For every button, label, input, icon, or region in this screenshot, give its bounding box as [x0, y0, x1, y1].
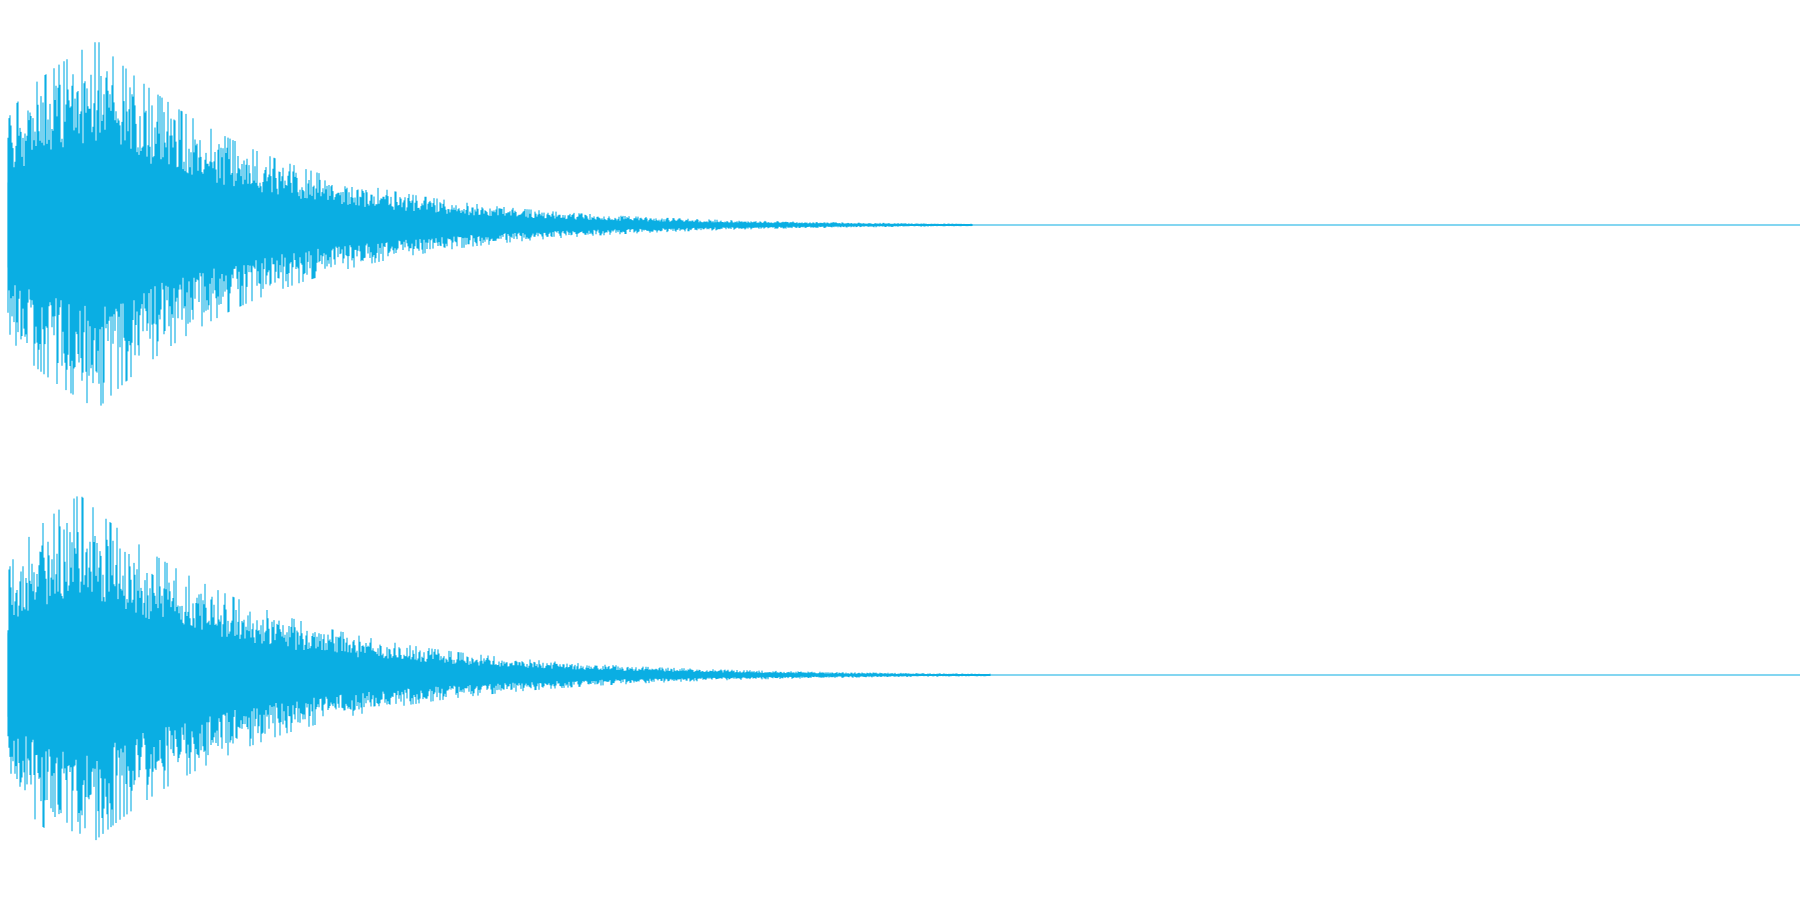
waveform-channel-left[interactable] — [7, 42, 1800, 406]
waveform-right-body — [7, 599, 919, 751]
waveform-channel-right[interactable] — [7, 496, 1800, 841]
waveform-left-body — [7, 147, 902, 303]
